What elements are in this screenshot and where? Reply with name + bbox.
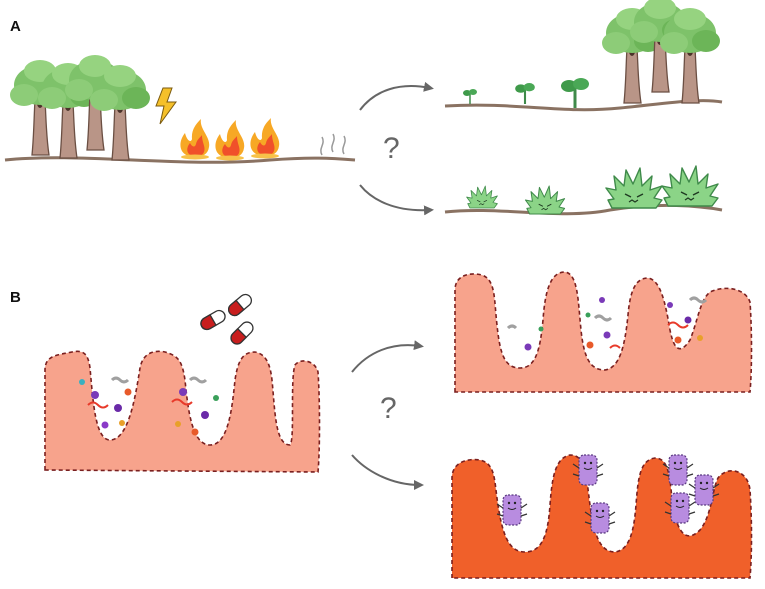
panel-b-label: B <box>10 289 21 306</box>
microbe-icon <box>79 379 85 385</box>
microbe-icon <box>688 296 708 304</box>
pill-icon <box>227 318 257 348</box>
microbe-icon <box>213 395 219 401</box>
microbe-icon <box>684 316 692 324</box>
forest-group <box>9 54 151 161</box>
microbe-icon <box>175 421 181 427</box>
fire-icon <box>250 118 280 159</box>
ground-line <box>4 156 356 164</box>
microbe-icon <box>119 420 125 426</box>
smoke-icon <box>320 133 346 156</box>
microbe-icon <box>114 404 122 412</box>
microbe-icon <box>188 376 208 384</box>
ground-line <box>444 99 723 112</box>
seedling-icon <box>559 76 591 110</box>
shrub-icon <box>605 167 663 209</box>
microbe-icon <box>179 388 187 396</box>
microbe-icon <box>599 297 605 303</box>
microbe-icon <box>191 428 199 436</box>
fire-icon <box>180 119 210 160</box>
seedling-icon <box>514 81 536 106</box>
pill-icon <box>198 307 228 333</box>
microbe-icon <box>585 312 591 318</box>
panel-b-question: ? <box>380 392 397 425</box>
villi-shape <box>451 454 753 579</box>
gut-villi-treated <box>44 350 321 473</box>
microbe-icon <box>91 391 99 399</box>
villi-shape <box>454 271 753 393</box>
arrow-recovered-gut <box>351 340 424 373</box>
microbe-icon <box>603 331 611 339</box>
microbe-icon <box>171 398 193 406</box>
burnt-landscape <box>4 54 356 164</box>
panel-a-question: ? <box>383 132 400 165</box>
shrub-icon <box>466 185 498 209</box>
microbe-icon <box>524 343 532 351</box>
pill-icon <box>225 291 255 319</box>
microbe-cluster <box>79 376 219 436</box>
microbe-icon <box>586 341 594 349</box>
microbe-cluster <box>506 296 708 351</box>
microbe-icon <box>593 314 613 322</box>
shrubland <box>444 165 723 216</box>
microbe-icon <box>101 421 109 429</box>
lightning-icon <box>155 87 177 125</box>
shrub-icon <box>524 185 566 215</box>
arrow-inflamed-gut <box>351 454 424 490</box>
microbe-icon <box>667 302 673 308</box>
microbe-icon <box>667 321 689 329</box>
microbe-icon <box>124 388 132 396</box>
microbe-icon <box>538 326 544 332</box>
forest-recovery <box>444 0 723 112</box>
microbe-icon <box>674 336 682 344</box>
microbe-icon <box>110 376 130 384</box>
fire-icon <box>215 120 245 161</box>
microbe-icon <box>609 344 621 349</box>
microbe-icon <box>506 324 518 330</box>
microbe-icon <box>201 411 209 419</box>
microbe-icon <box>697 335 703 341</box>
gut-villi-recovered <box>454 271 753 393</box>
seedling-icon <box>462 88 478 105</box>
microbe-icon <box>87 401 109 409</box>
arrow-shrubs <box>359 184 434 216</box>
villi-shape <box>44 350 321 473</box>
gut-villi-inflamed <box>451 454 753 579</box>
panel-a-label: A <box>10 18 21 35</box>
shrub-icon <box>661 165 719 207</box>
arrow-recovery <box>359 81 434 111</box>
